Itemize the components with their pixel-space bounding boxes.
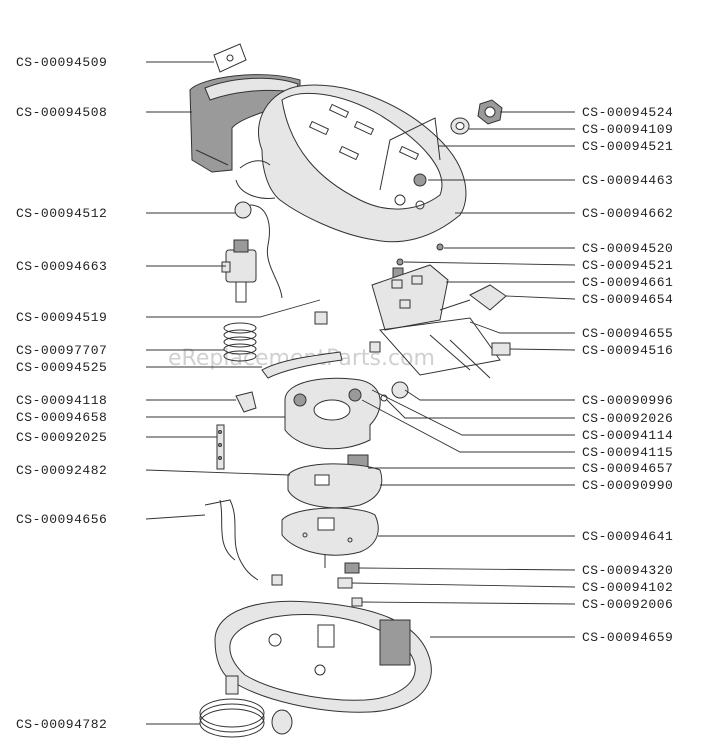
part-label: CS-00097707 <box>16 343 107 358</box>
part-label: CS-00094654 <box>582 292 673 307</box>
part-main-housing <box>235 84 467 243</box>
part-label: CS-00094115 <box>582 445 673 460</box>
part-label: CS-00094662 <box>582 206 673 221</box>
part-switch <box>491 342 511 356</box>
part-label: CS-00094509 <box>16 55 107 70</box>
part-hose <box>261 351 343 379</box>
part-connector <box>337 577 353 589</box>
part-label: CS-00094102 <box>582 580 673 595</box>
part-label: CS-00094659 <box>582 630 673 645</box>
part-label: CS-00094525 <box>16 360 107 375</box>
part-small-clips <box>314 311 381 353</box>
part-label: CS-00094658 <box>16 410 107 425</box>
part-terminal-strip <box>216 424 225 470</box>
part-label: CS-00092026 <box>582 411 673 426</box>
part-label: CS-00090996 <box>582 393 673 408</box>
part-label: CS-00094512 <box>16 206 107 221</box>
part-control-board <box>371 264 449 331</box>
leader-lines <box>145 61 576 725</box>
part-label: CS-00094516 <box>582 343 673 358</box>
part-power-cord <box>199 675 293 738</box>
left-label-column: CS-00094509 CS-00094508 CS-00094512 CS-0… <box>16 55 107 732</box>
part-label: CS-00094320 <box>582 563 673 578</box>
part-wire-harness <box>204 499 259 581</box>
part-label: CS-00094661 <box>582 275 673 290</box>
part-small-pins <box>392 243 444 279</box>
part-label: CS-00094521 <box>582 258 673 273</box>
part-label: CS-00094655 <box>582 326 673 341</box>
part-tube <box>234 201 283 299</box>
part-label: CS-00094657 <box>582 461 673 476</box>
part-base-housing <box>214 600 432 713</box>
part-label: CS-00094508 <box>16 105 107 120</box>
part-label: CS-00094114 <box>582 428 673 443</box>
part-thermostat <box>344 562 360 574</box>
part-label: CS-00094519 <box>16 310 107 325</box>
part-nut <box>477 99 503 125</box>
part-boiler <box>284 377 381 474</box>
part-elbow <box>235 391 257 413</box>
part-wiring-board <box>379 317 501 379</box>
part-label: CS-00092482 <box>16 463 107 478</box>
part-heating-plate <box>287 463 383 509</box>
right-label-column: CS-00094524 CS-00094109 CS-00094521 CS-0… <box>582 105 673 645</box>
part-label: CS-00094782 <box>16 717 107 732</box>
part-pump <box>221 239 257 303</box>
part-label: CS-00094109 <box>582 122 673 137</box>
part-rod-assembly <box>379 117 441 191</box>
part-spring <box>223 322 257 362</box>
part-base-plate <box>281 507 379 568</box>
part-label: CS-00094118 <box>16 393 107 408</box>
part-label: CS-00094520 <box>582 241 673 256</box>
part-label: CS-00094463 <box>582 173 673 188</box>
part-clip-top <box>213 43 247 73</box>
part-label: CS-00094641 <box>582 529 673 544</box>
part-label: CS-00094663 <box>16 259 107 274</box>
part-fittings <box>380 381 409 402</box>
part-washer <box>450 117 470 135</box>
part-label: CS-00094656 <box>16 512 107 527</box>
part-label: CS-00092025 <box>16 430 107 445</box>
part-label: CS-00094524 <box>582 105 673 120</box>
part-label: CS-00094521 <box>582 139 673 154</box>
part-label: CS-00090990 <box>582 478 673 493</box>
part-plug <box>439 284 507 311</box>
part-label: CS-00092006 <box>582 597 673 612</box>
